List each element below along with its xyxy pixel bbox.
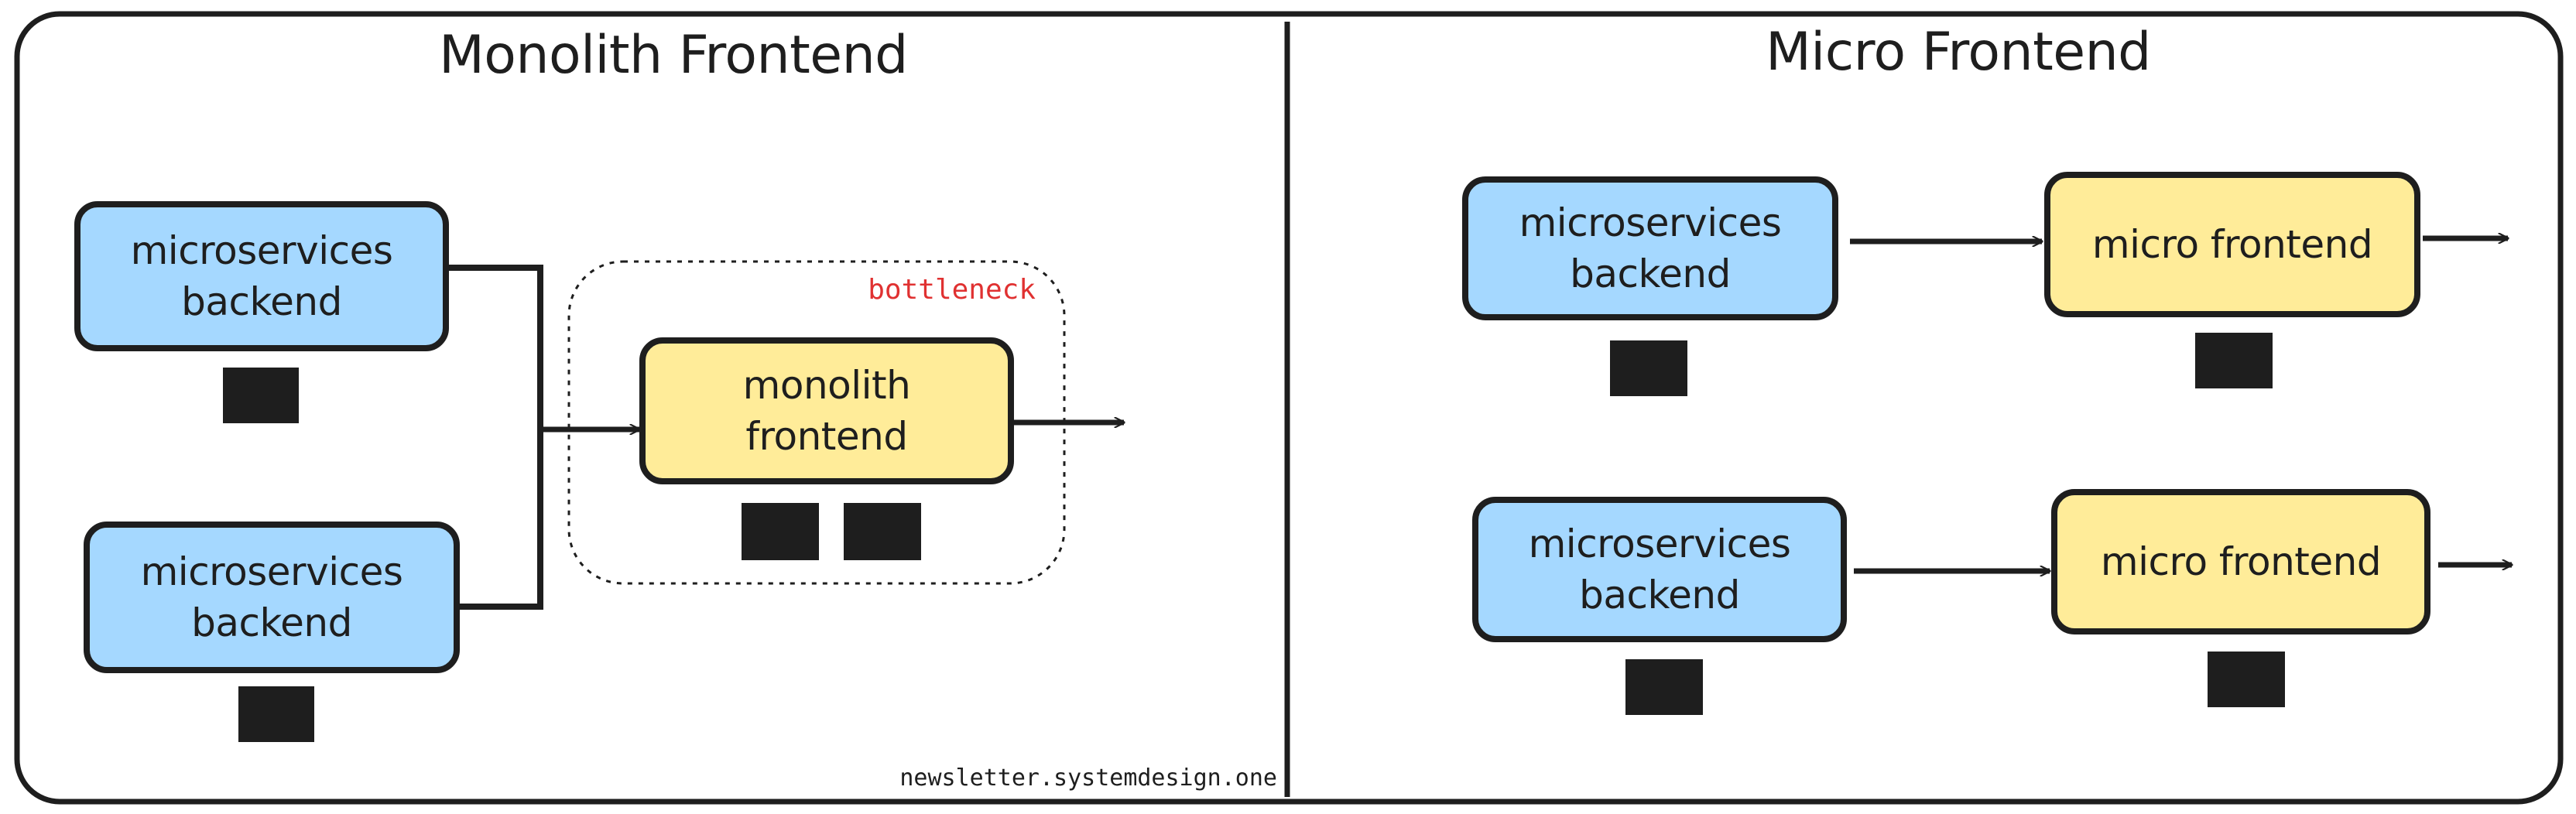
chip-monolith-frontend-1 <box>742 503 819 560</box>
micro-backend-bottom-label: microservices backend <box>1528 522 1791 617</box>
chip-micro-frontend-top <box>2195 333 2273 388</box>
connector-top-backend <box>446 265 543 610</box>
micro-backend-top-box <box>1462 176 1838 320</box>
monolith-backend-bottom-box <box>84 522 460 673</box>
micro-section-title: Micro Frontend <box>1766 22 2151 83</box>
monolith-backend-top-label: microservices backend <box>130 228 393 324</box>
chip-monolith-frontend-2 <box>844 503 921 560</box>
chip-micro-backend-top <box>1610 340 1687 396</box>
outer-frame <box>14 11 2564 805</box>
micro-backend-top-label: microservices backend <box>1519 200 1782 296</box>
bottleneck-label: bottleneck <box>868 274 1036 306</box>
micro-backend-bottom-box <box>1472 497 1847 642</box>
chip-micro-backend-bottom <box>1625 659 1703 715</box>
chip-monolith-backend-top <box>223 368 299 423</box>
micro-frontend-top-box <box>2044 172 2420 317</box>
chip-micro-frontend-bottom <box>2208 652 2285 707</box>
chip-monolith-backend-bottom <box>238 686 314 742</box>
monolith-frontend-box <box>639 337 1014 484</box>
watermark-text: newsletter.systemdesign.one <box>899 764 1277 792</box>
monolith-frontend-label: monolith frontend <box>742 363 911 459</box>
monolith-backend-top-box <box>74 201 449 351</box>
micro-frontend-top-label: micro frontend <box>2091 222 2373 267</box>
monolith-section-title: Monolith Frontend <box>439 25 908 86</box>
micro-frontend-bottom-box <box>2051 489 2430 634</box>
monolith-backend-bottom-label: microservices backend <box>140 549 403 645</box>
micro-frontend-bottom-label: micro frontend <box>2100 539 2382 584</box>
